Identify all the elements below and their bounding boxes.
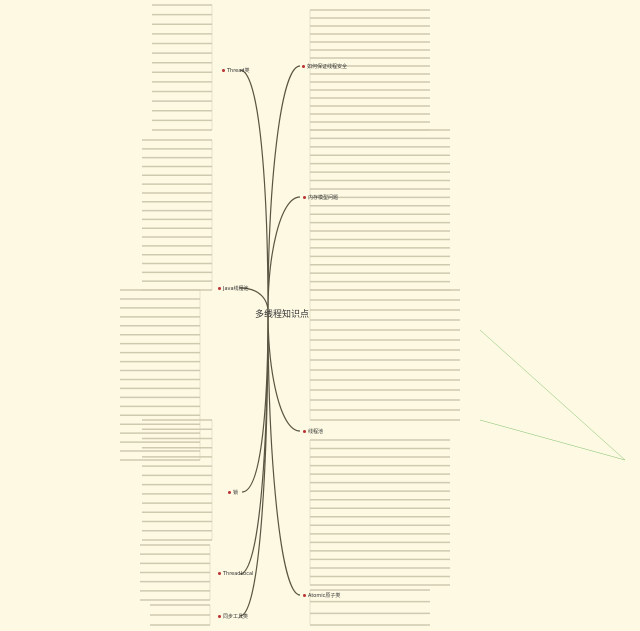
- central-topic: 多线程知识点: [255, 310, 310, 320]
- marker-icon: [303, 594, 306, 597]
- branch-label: 线程池: [308, 429, 324, 435]
- branch-label: 内存模型问题: [308, 195, 339, 201]
- relation-line: [479, 329, 626, 461]
- branch-sync-tools[interactable]: 同步工具类: [218, 613, 248, 620]
- marker-icon: [302, 65, 305, 68]
- marker-icon: [303, 196, 306, 199]
- branch-thread[interactable]: Thread类: [222, 67, 249, 74]
- marker-icon: [218, 287, 221, 290]
- branch-connector: [267, 311, 301, 596]
- branch-connector: [267, 196, 301, 313]
- branch-connector: [239, 311, 269, 575]
- branch-label: 锁: [233, 490, 239, 496]
- branch-connector: [267, 65, 301, 313]
- branch-label: Java线程池: [223, 286, 249, 292]
- marker-icon: [228, 491, 231, 494]
- branch-lock[interactable]: 锁: [228, 489, 238, 496]
- branch-threadpool-java[interactable]: Java线程池: [218, 285, 249, 292]
- relation-line: [479, 419, 626, 461]
- branch-label: 同步工具类: [223, 614, 249, 620]
- marker-icon: [303, 430, 306, 433]
- branch-label: 如何保证线程安全: [307, 64, 348, 70]
- branch-thread-safety[interactable]: 如何保证线程安全: [302, 63, 347, 70]
- branch-label: ThreadLocal: [223, 571, 254, 577]
- branch-label: Atomic原子类: [308, 593, 341, 599]
- branch-connector: [239, 311, 269, 617]
- marker-icon: [222, 69, 225, 72]
- marker-icon: [218, 572, 221, 575]
- branch-connector: [239, 69, 269, 313]
- branch-connector: [267, 311, 301, 432]
- branch-memory-model[interactable]: 内存模型问题: [303, 194, 338, 201]
- marker-icon: [218, 615, 221, 618]
- branch-label: Thread类: [227, 68, 250, 74]
- branch-threadlocal[interactable]: ThreadLocal: [218, 571, 253, 577]
- branch-atomic[interactable]: Atomic原子类: [303, 592, 340, 599]
- branch-threadpool[interactable]: 线程池: [303, 428, 323, 435]
